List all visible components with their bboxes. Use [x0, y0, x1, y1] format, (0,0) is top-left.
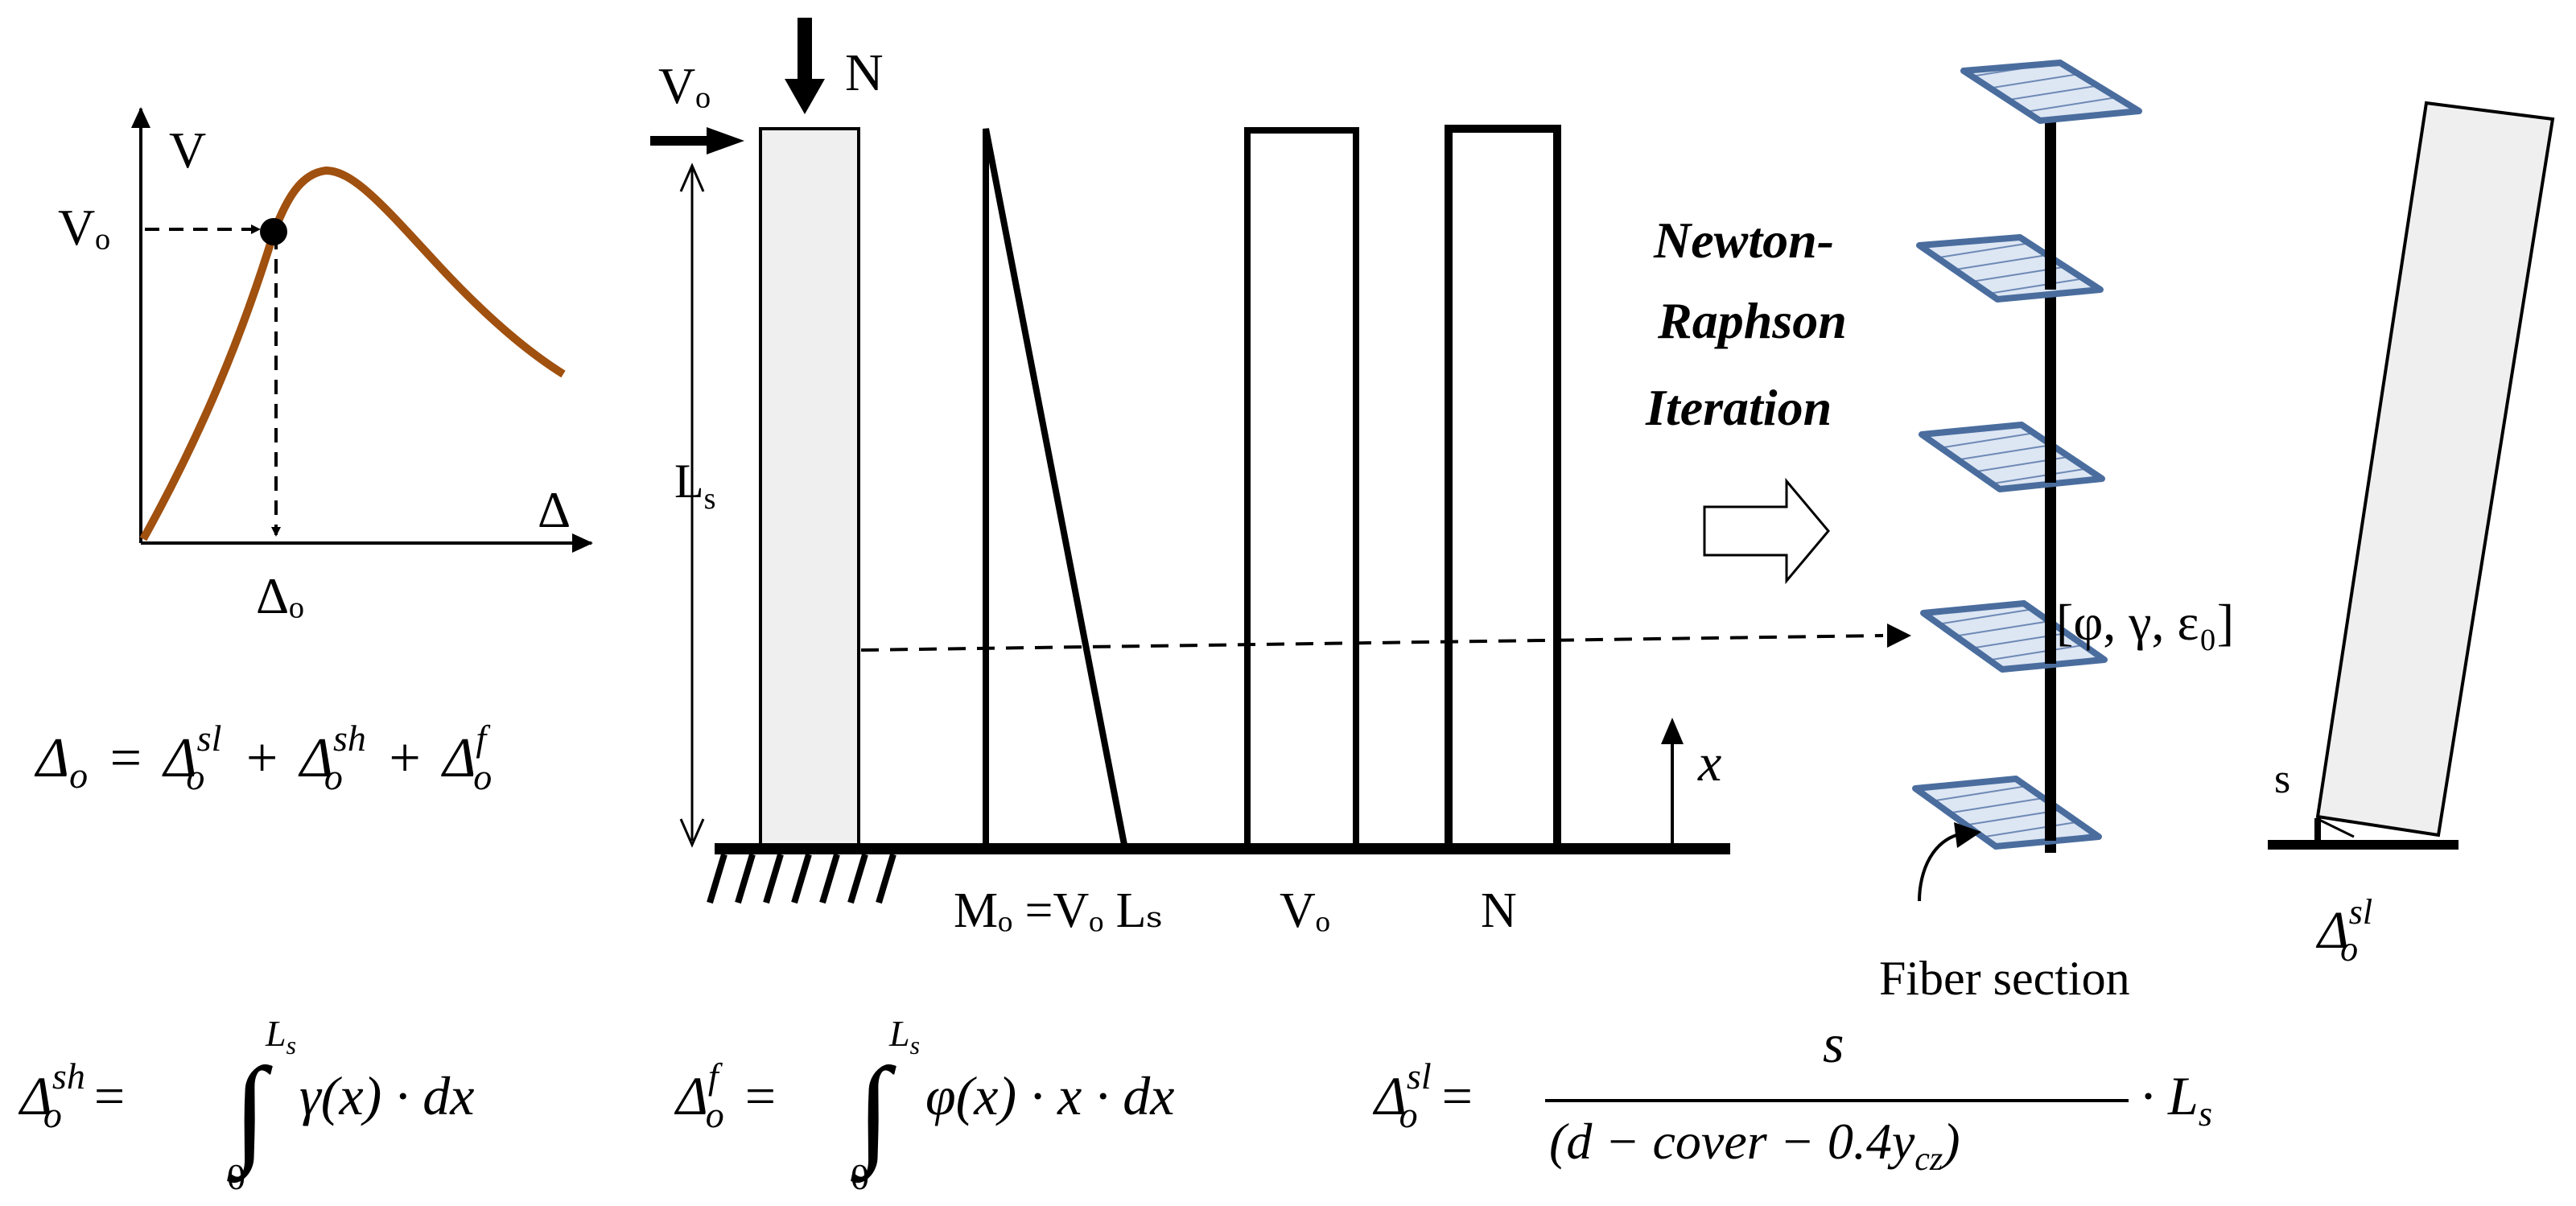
svg-text:0: 0: [227, 1156, 245, 1197]
svg-text:Δfo=: Δfo=: [674, 1056, 776, 1135]
shear-diagram-label: Vₒ: [1280, 883, 1330, 938]
section-cut-arrowhead: [1887, 624, 1911, 648]
moment-diagram-label: Mₒ =Vₒ Lₛ: [954, 883, 1163, 938]
fiber-section-5: [1912, 776, 2102, 850]
x-axis-label: x: [1697, 734, 1721, 792]
axial-diagram-label: N: [1481, 883, 1517, 938]
lateral-force-label: Vₒ: [658, 57, 711, 114]
capacity-curve-plot: V Δ Vₒ Δₒ: [58, 107, 593, 624]
shear-integral-sign: ∫: [227, 1043, 273, 1183]
svg-text:Ls: Ls: [888, 1013, 920, 1060]
cantilever-column: N Vₒ Ls: [650, 18, 1911, 904]
fixed-support-hatch: [707, 853, 896, 904]
pushover-curve: [139, 166, 566, 541]
fiber-section-1: [1960, 60, 2142, 124]
fiber-pointer-arrowhead: [1954, 822, 1981, 848]
hollow-process-arrow: [1703, 477, 1830, 585]
rotated-column: [2315, 101, 2555, 838]
curve-point-d-label: Δₒ: [256, 567, 304, 624]
section-vector-label: [φ, γ, ε₀]: [2056, 594, 2234, 651]
iteration-line-1: Newton-: [1653, 212, 1834, 269]
lateral-force-arrowhead: [707, 127, 744, 154]
iteration-line-3: Iteration: [1645, 379, 1832, 436]
curve-y-label: V: [169, 121, 206, 179]
fiber-section-3: [1919, 422, 2105, 492]
height-dim-top-tick: [679, 163, 705, 192]
column-body: [759, 127, 860, 848]
iteration-line-2: Raphson: [1657, 292, 1847, 349]
slip-tail: · Ls: [2141, 1065, 2212, 1134]
fiber-section-2: [1916, 234, 2104, 303]
fiber-section-4: [1920, 600, 2108, 673]
slip-s-label: s: [2274, 756, 2290, 802]
svg-text:0: 0: [851, 1156, 869, 1197]
slip-denominator: (d − cover − 0.4ycz): [1549, 1113, 1960, 1178]
axial-force-arrowhead: [785, 79, 825, 114]
x-axis-arrowhead: [1661, 718, 1684, 744]
curve-point-v-label: Vₒ: [58, 199, 110, 256]
newton-raphson-block: Newton- Raphson Iteration: [1645, 212, 1847, 585]
height-dimension-label: Ls: [674, 455, 715, 516]
fiber-sections: [φ, γ, ε₀] Fiber section: [1879, 60, 2234, 1005]
shear-diagram: [1244, 127, 1359, 849]
force-diagrams: Mₒ =Vₒ Lₛ Vₒ N x: [954, 125, 1721, 938]
axial-force-label: N: [845, 43, 884, 102]
yield-point-marker: [260, 218, 287, 245]
svg-text:Ls: Ls: [265, 1013, 296, 1060]
moment-diagram: [983, 128, 1128, 850]
height-dim-bottom-tick: [679, 818, 705, 848]
slip-numerator: s: [1823, 1013, 1844, 1074]
shear-integrand: γ(x) · dx: [299, 1065, 474, 1126]
axial-diagram: [1445, 125, 1561, 849]
flexure-integral-sign: ∫: [851, 1043, 896, 1183]
curve-x-label: Δ: [538, 481, 571, 538]
fiber-section-caption: Fiber section: [1879, 952, 2130, 1005]
section-cut-dashed-line: [860, 634, 1884, 652]
flexure-integrand: φ(x) · x · dx: [925, 1065, 1174, 1126]
